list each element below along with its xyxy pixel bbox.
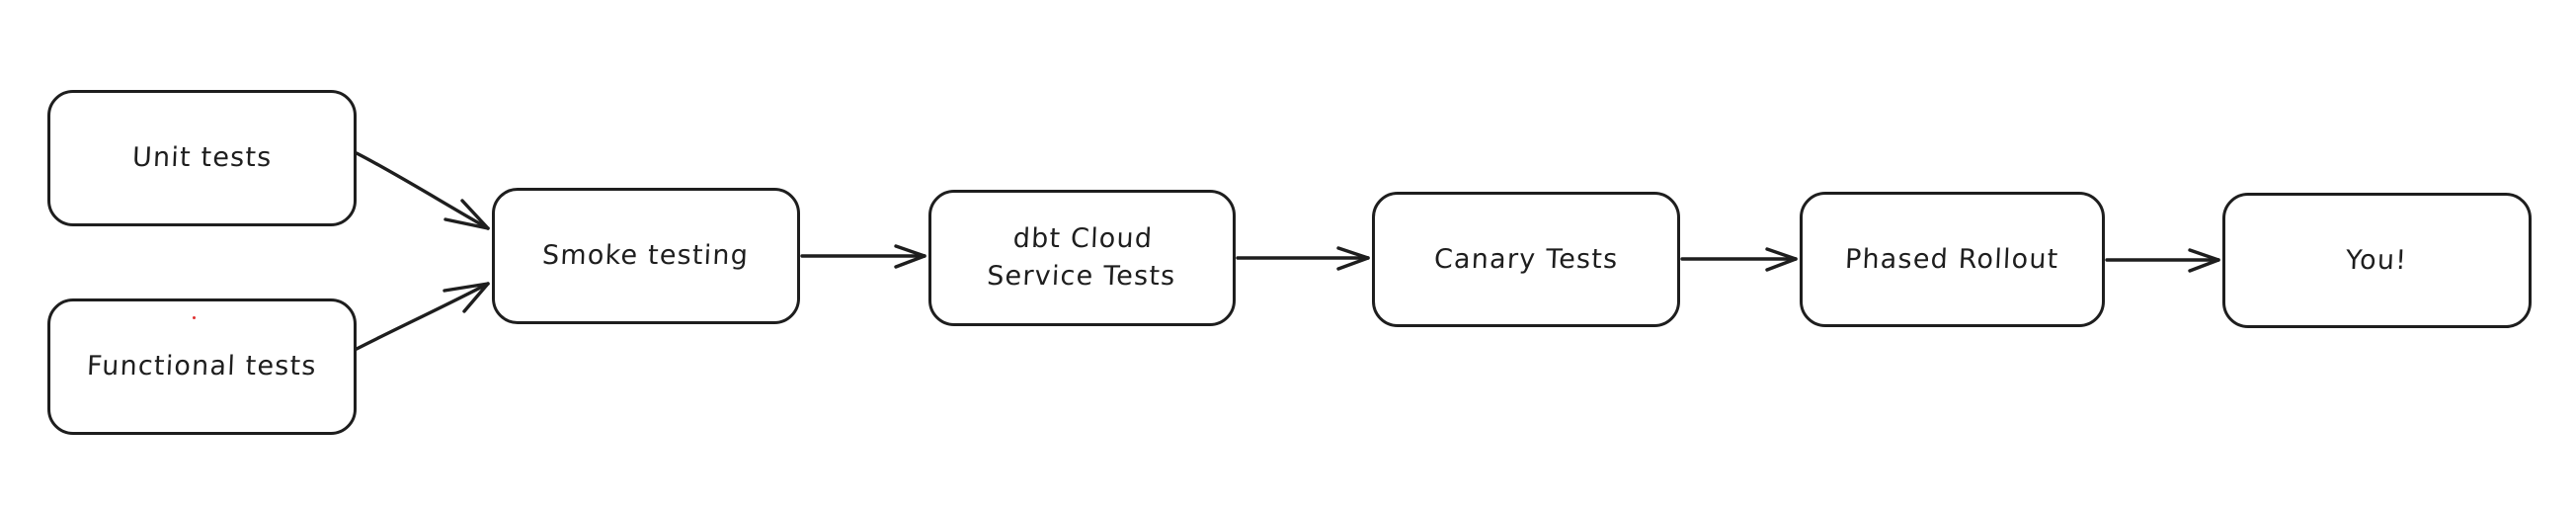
node-label-smoke-testing: Smoke testing xyxy=(541,240,751,272)
node-unit-tests[interactable]: Unit tests xyxy=(47,90,357,226)
node-phased-rollout[interactable]: Phased Rollout xyxy=(1800,192,2105,327)
node-label-functional-tests: Functional tests xyxy=(86,351,318,382)
node-label-dbt-cloud-service-tests: dbt Cloud Service Tests xyxy=(986,222,1176,292)
edge-dbt-to-canary[interactable] xyxy=(1236,246,1370,271)
edge-phased-to-you[interactable] xyxy=(2105,248,2220,273)
edge-unit-to-smoke[interactable] xyxy=(355,151,490,230)
node-canary-tests[interactable]: Canary Tests xyxy=(1372,192,1680,327)
edge-smoke-to-dbt[interactable] xyxy=(800,244,926,269)
node-you[interactable]: You! xyxy=(2222,193,2532,328)
edge-functional-to-smoke[interactable] xyxy=(355,282,490,351)
node-dbt-cloud-service-tests[interactable]: dbt Cloud Service Tests xyxy=(928,190,1236,326)
node-label-you: You! xyxy=(2345,244,2409,276)
edge-canary-to-phased[interactable] xyxy=(1680,247,1798,272)
red-dot-artifact xyxy=(193,316,196,319)
node-smoke-testing[interactable]: Smoke testing xyxy=(492,188,800,324)
node-functional-tests[interactable]: Functional tests xyxy=(47,298,357,435)
node-label-phased-rollout: Phased Rollout xyxy=(1844,243,2060,275)
node-label-unit-tests: Unit tests xyxy=(131,142,273,174)
node-label-canary-tests: Canary Tests xyxy=(1433,243,1619,275)
